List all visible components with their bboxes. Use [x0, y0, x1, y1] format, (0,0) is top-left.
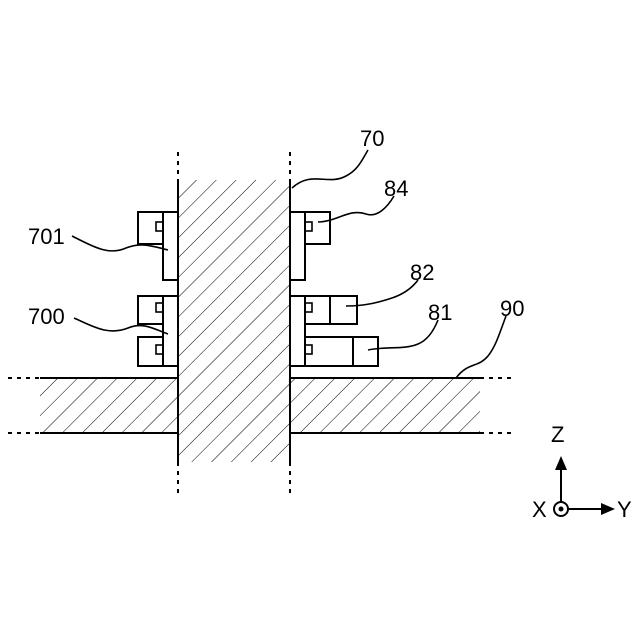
label-block-84: 84 — [384, 176, 408, 201]
label-shaft: 70 — [360, 126, 384, 151]
label-plate: 90 — [500, 296, 524, 321]
left-upper-flange — [138, 212, 178, 280]
label-block-81: 81 — [428, 300, 452, 325]
leader-90 — [456, 316, 506, 378]
label-flange-lower: 700 — [28, 304, 65, 329]
central-shaft — [178, 152, 290, 494]
axis-label-x: X — [532, 497, 547, 522]
label-block-82: 82 — [410, 260, 434, 285]
leader-700 — [74, 318, 168, 334]
z-arrowhead — [555, 456, 567, 470]
y-arrowhead — [601, 503, 615, 515]
axis-label-y: Y — [617, 497, 632, 522]
axis-label-z: Z — [551, 422, 564, 447]
left-lower-flange — [138, 296, 178, 366]
label-flange-upper: 701 — [28, 224, 65, 249]
leader-70 — [292, 150, 368, 188]
right-low-block — [305, 337, 378, 366]
axis-indicator: Z X Y — [532, 422, 632, 522]
